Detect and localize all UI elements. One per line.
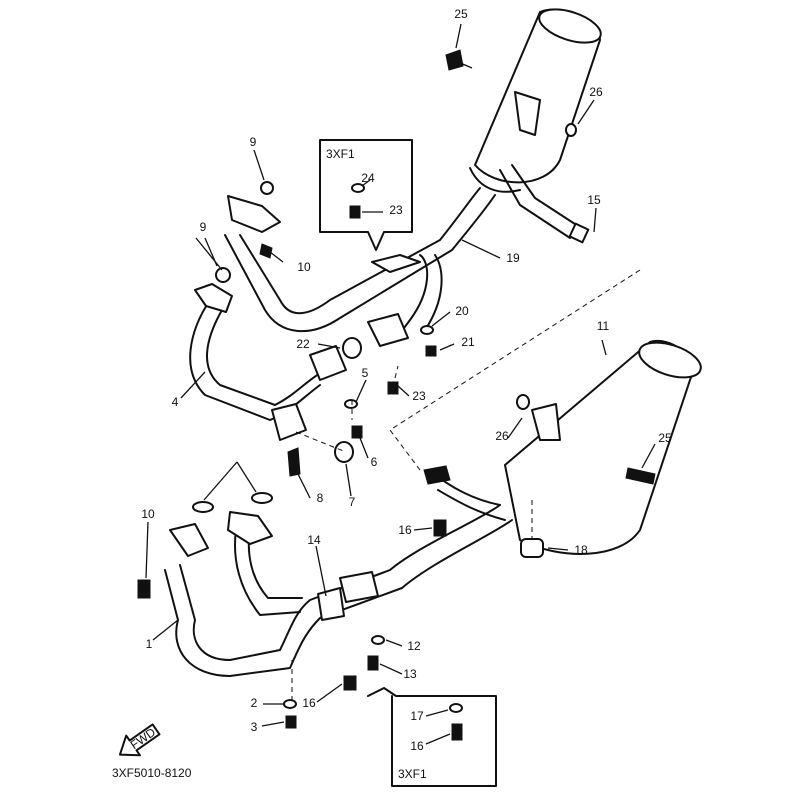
front-arrow-icon: FWD: [118, 723, 161, 757]
callout-13: 13: [403, 667, 417, 681]
callout-16: 16: [302, 696, 316, 710]
callout-11: 11: [597, 319, 610, 333]
callout-12: 12: [407, 639, 421, 653]
small-parts-lower: [283, 635, 463, 741]
lower-muffler-11: [504, 339, 702, 555]
callout-26: 26: [495, 429, 509, 443]
callout-24: 24: [361, 171, 375, 185]
inset-box-label: 3XF1: [398, 767, 427, 781]
callout-6: 6: [371, 455, 378, 469]
upper-pipe-19: [224, 181, 496, 341]
callout-17: 17: [410, 709, 424, 723]
lower-pipe-1: [137, 465, 544, 677]
callout-16: 16: [398, 523, 412, 537]
callout-26: 26: [589, 85, 603, 99]
callout-25: 25: [658, 431, 672, 445]
callout-1: 1: [146, 637, 153, 651]
callout-3: 3: [251, 720, 258, 734]
callout-25: 25: [454, 7, 468, 21]
callout-14: 14: [307, 533, 321, 547]
callout-23: 23: [389, 203, 403, 217]
inset-box-bottom: [367, 687, 497, 787]
callout-7: 7: [349, 495, 356, 509]
upper-muffler: [469, 8, 602, 244]
bolt-25-upper: [445, 49, 577, 137]
callout-15: 15: [587, 193, 601, 207]
drawing-code: 3XF5010-8120: [112, 766, 192, 780]
callout-10: 10: [141, 507, 155, 521]
small-parts-middle: [287, 325, 437, 477]
callout-10: 10: [297, 260, 311, 274]
inset-parts-top: [349, 183, 365, 219]
callout-23: 23: [412, 389, 426, 403]
callout-9: 9: [250, 135, 257, 149]
callout-16: 16: [410, 739, 424, 753]
leader-lines: [145, 23, 656, 745]
callout-4: 4: [172, 395, 179, 409]
callout-9: 9: [200, 220, 207, 234]
callout-19: 19: [506, 251, 520, 265]
inset-box-top: [319, 139, 413, 251]
callout-21: 21: [461, 335, 475, 349]
pipe-4: [189, 267, 409, 441]
inset-box-label: 3XF1: [326, 147, 355, 161]
callout-2: 2: [251, 696, 258, 710]
callout-20: 20: [455, 304, 469, 318]
callout-8: 8: [317, 491, 324, 505]
callout-5: 5: [362, 366, 369, 380]
callout-18: 18: [574, 543, 588, 557]
callout-22: 22: [296, 337, 310, 351]
